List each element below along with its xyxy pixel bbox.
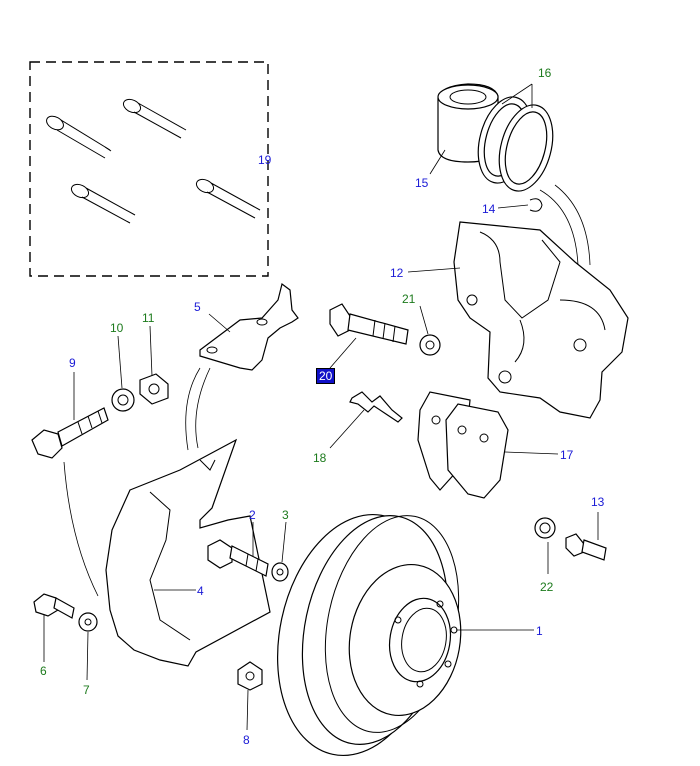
plain-washer-3 [271, 562, 289, 582]
brake-disc [276, 513, 462, 757]
callout-11[interactable]: 11 [142, 311, 155, 325]
retaining-clip [529, 198, 543, 212]
callout-6[interactable]: 6 [40, 664, 47, 678]
caliper-washer [419, 334, 441, 356]
bleed-cap [534, 517, 556, 539]
cotter-pin [122, 98, 187, 139]
cotter-pin [46, 115, 112, 159]
callout-19[interactable]: 19 [258, 153, 272, 167]
hex-nut-8 [237, 661, 263, 691]
callout-8[interactable]: 8 [243, 733, 250, 747]
callout-9[interactable]: 9 [69, 356, 76, 370]
cotter-pin-kit-box [29, 61, 269, 277]
callout-15[interactable]: 15 [415, 176, 429, 190]
cotter-pin [195, 178, 261, 219]
callout-3[interactable]: 3 [282, 508, 289, 522]
spring-washer [111, 388, 135, 412]
callout-2[interactable]: 2 [249, 508, 256, 522]
callout-7[interactable]: 7 [83, 683, 90, 697]
callout-4[interactable]: 4 [197, 584, 204, 598]
callout-16[interactable]: 16 [538, 66, 552, 80]
callout-22[interactable]: 22 [540, 580, 554, 594]
callout-20[interactable]: 20 [316, 368, 336, 384]
callout-10[interactable]: 10 [110, 321, 124, 335]
caliper-bolt [329, 303, 409, 345]
mounting-bracket [199, 282, 299, 371]
brake-caliper [453, 184, 629, 419]
callout-1[interactable]: 1 [536, 624, 543, 638]
washer-7 [78, 612, 98, 632]
bleed-screw [565, 533, 607, 561]
callout-14[interactable]: 14 [482, 202, 496, 216]
splash-shield [63, 367, 271, 667]
callout-12[interactable]: 12 [390, 266, 404, 280]
flange-bolt [33, 593, 75, 619]
callout-5[interactable]: 5 [194, 300, 201, 314]
callout-13[interactable]: 13 [591, 495, 605, 509]
cotter-pin [70, 183, 136, 224]
brake-pads [417, 391, 509, 499]
shield-screw [207, 539, 269, 577]
anti-rattle-spring [349, 391, 403, 423]
callout-18[interactable]: 18 [313, 451, 327, 465]
hex-nut-11 [139, 373, 169, 405]
shield-bolt [31, 407, 109, 459]
leader-lines [43, 83, 599, 731]
callout-21[interactable]: 21 [402, 292, 416, 306]
piston-seals [477, 96, 554, 192]
callout-17[interactable]: 17 [560, 448, 574, 462]
